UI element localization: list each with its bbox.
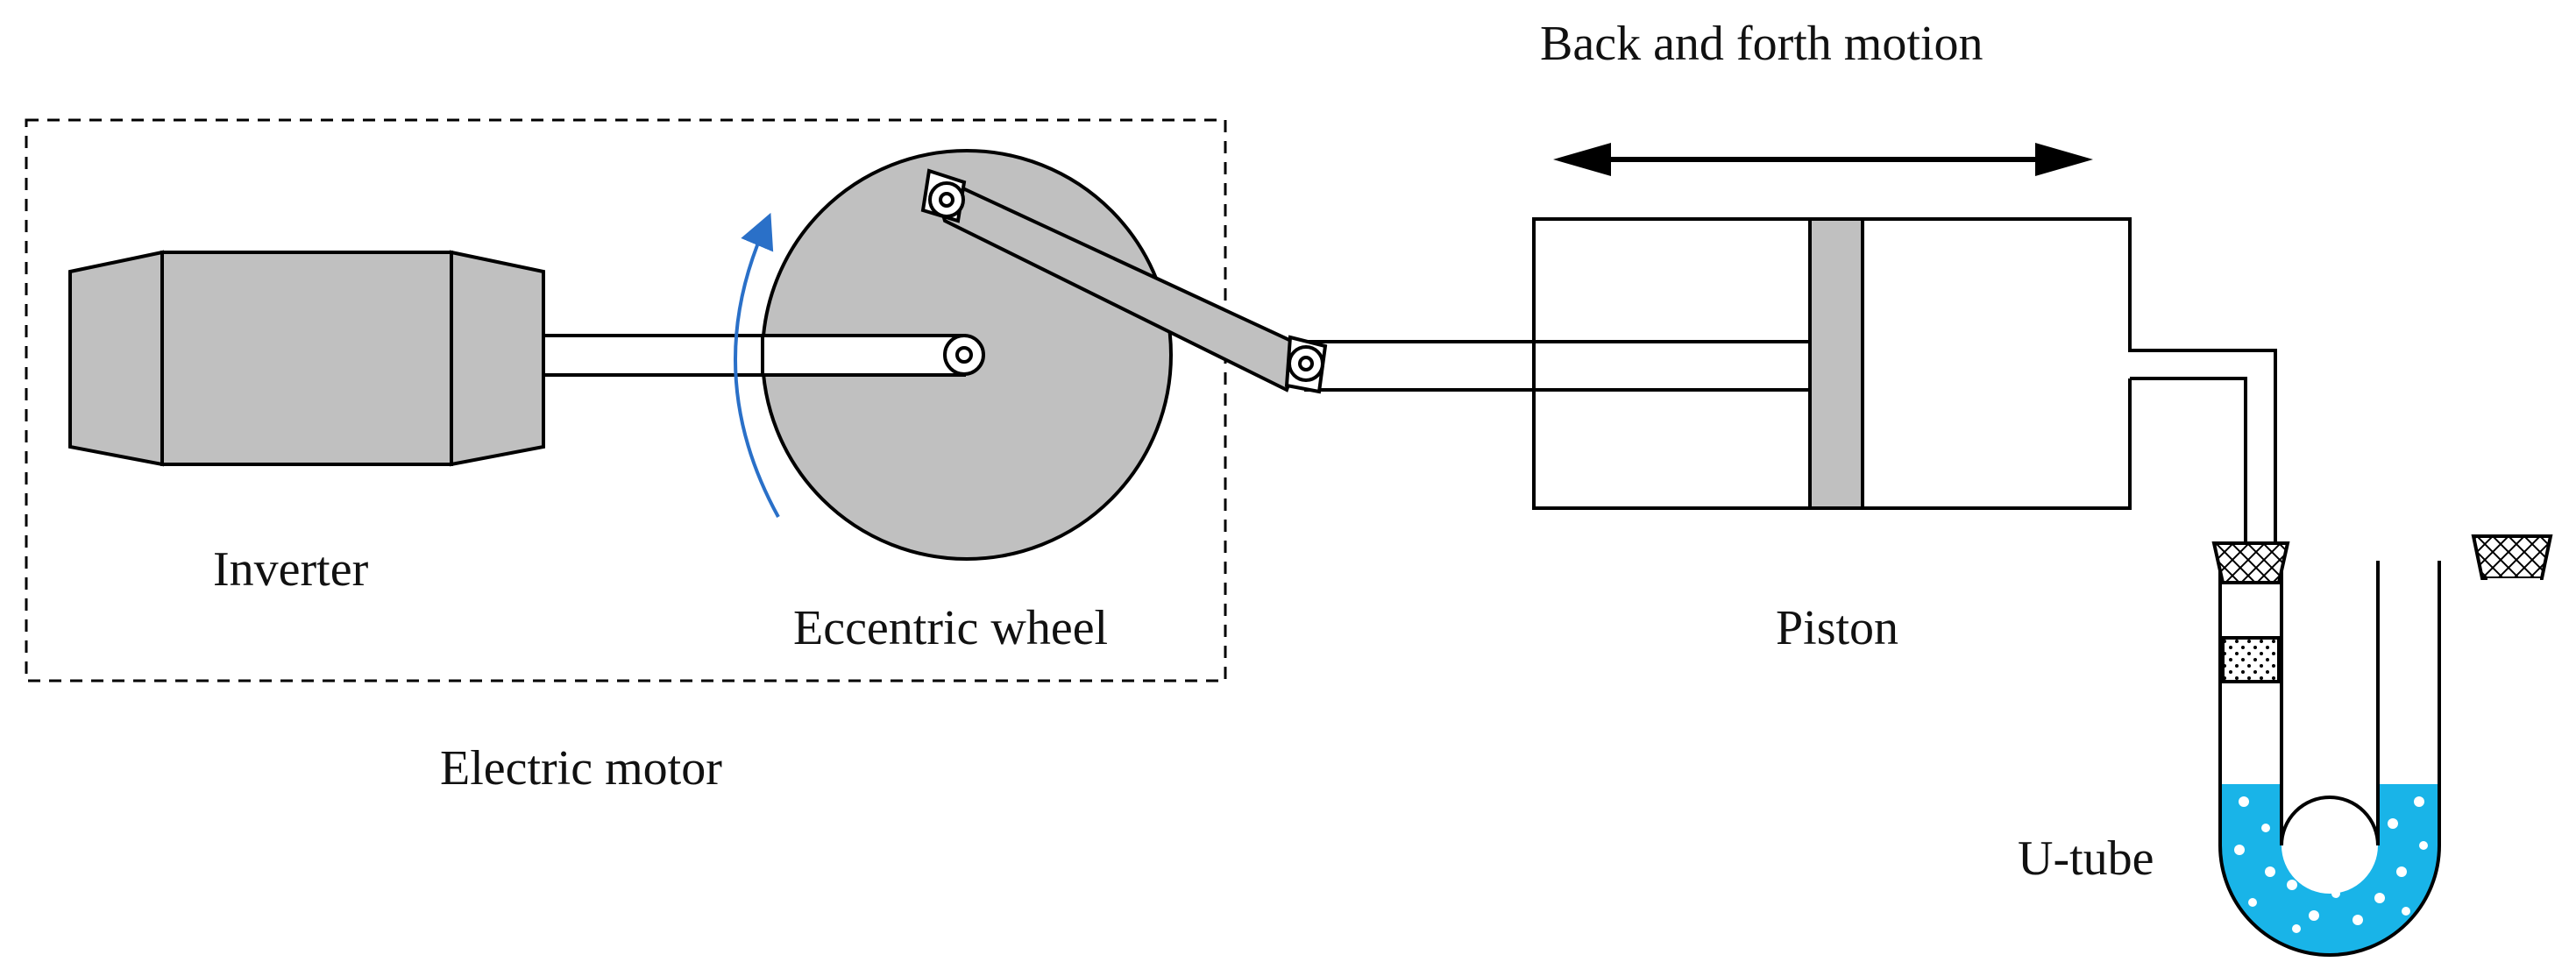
rod-top-pin <box>920 168 967 223</box>
motion-arrow <box>1553 143 2093 176</box>
inverter <box>68 250 545 467</box>
piston-head <box>1808 217 1864 510</box>
air-tube-outer <box>2130 349 2277 548</box>
label-piston: Piston <box>1776 601 1898 655</box>
rotation-arrow <box>734 212 780 518</box>
u-tube-liquid <box>2220 784 2439 955</box>
label-motion: Back and forth motion <box>1540 17 1983 71</box>
label-eccentric-wheel: Eccentric wheel <box>793 601 1108 655</box>
label-inverter: Inverter <box>213 542 369 597</box>
inverter-left-cap <box>68 250 164 467</box>
u-tube-left-stopper <box>2211 541 2290 584</box>
u-tube <box>2211 534 2553 957</box>
drive-shaft-on-wheel <box>761 334 966 377</box>
u-tube-right-stopper <box>2471 534 2553 580</box>
cylinder-outlet-gap <box>2126 352 2133 378</box>
inverter-body <box>160 251 453 466</box>
label-u-tube: U-tube <box>2018 831 2154 886</box>
electric-motor-boundary <box>25 118 1227 682</box>
rod-bottom-pin <box>1284 335 1328 394</box>
label-electric-motor: Electric motor <box>440 741 722 796</box>
u-tube-right-arm <box>2487 578 2540 784</box>
u-tube-dotted-plug <box>2221 636 2281 683</box>
air-tube-inner <box>2130 377 2247 548</box>
wheel-center-pin <box>943 334 985 376</box>
inverter-right-cap <box>450 250 545 467</box>
u-tube-bubbles <box>2234 796 2428 933</box>
u-tube-outline-inner <box>2280 561 2380 846</box>
u-tube-outline-outer <box>2218 561 2441 957</box>
